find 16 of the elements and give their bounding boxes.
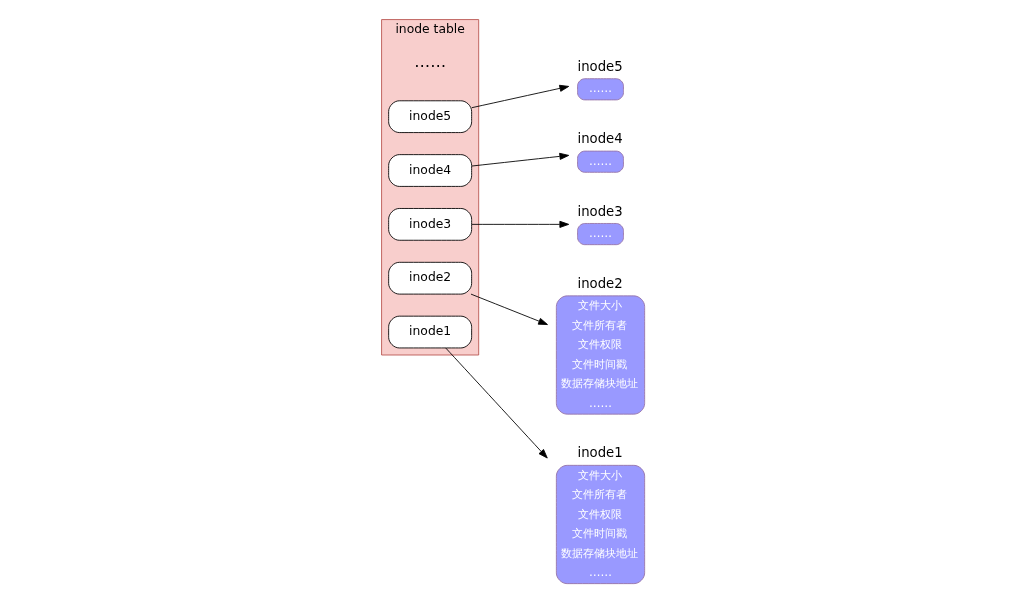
- arrow: [470, 293, 548, 325]
- node-box: inode2: [387, 261, 472, 295]
- node-box: inode1: [387, 315, 472, 349]
- arrow: [444, 347, 548, 459]
- node-label: inode4: [577, 131, 623, 147]
- arrow: [470, 220, 569, 228]
- node-box: inode3: [387, 208, 472, 241]
- node-box: inode4: [387, 154, 472, 187]
- label: ……: [413, 51, 446, 71]
- node-label: inode2: [577, 275, 623, 291]
- node-label: inode3: [577, 203, 623, 219]
- node-box: inode5: [387, 100, 472, 133]
- node-label: inode5: [577, 58, 623, 74]
- arrow: [470, 84, 569, 109]
- node-label: inode1: [577, 445, 623, 461]
- arrow: [470, 152, 569, 167]
